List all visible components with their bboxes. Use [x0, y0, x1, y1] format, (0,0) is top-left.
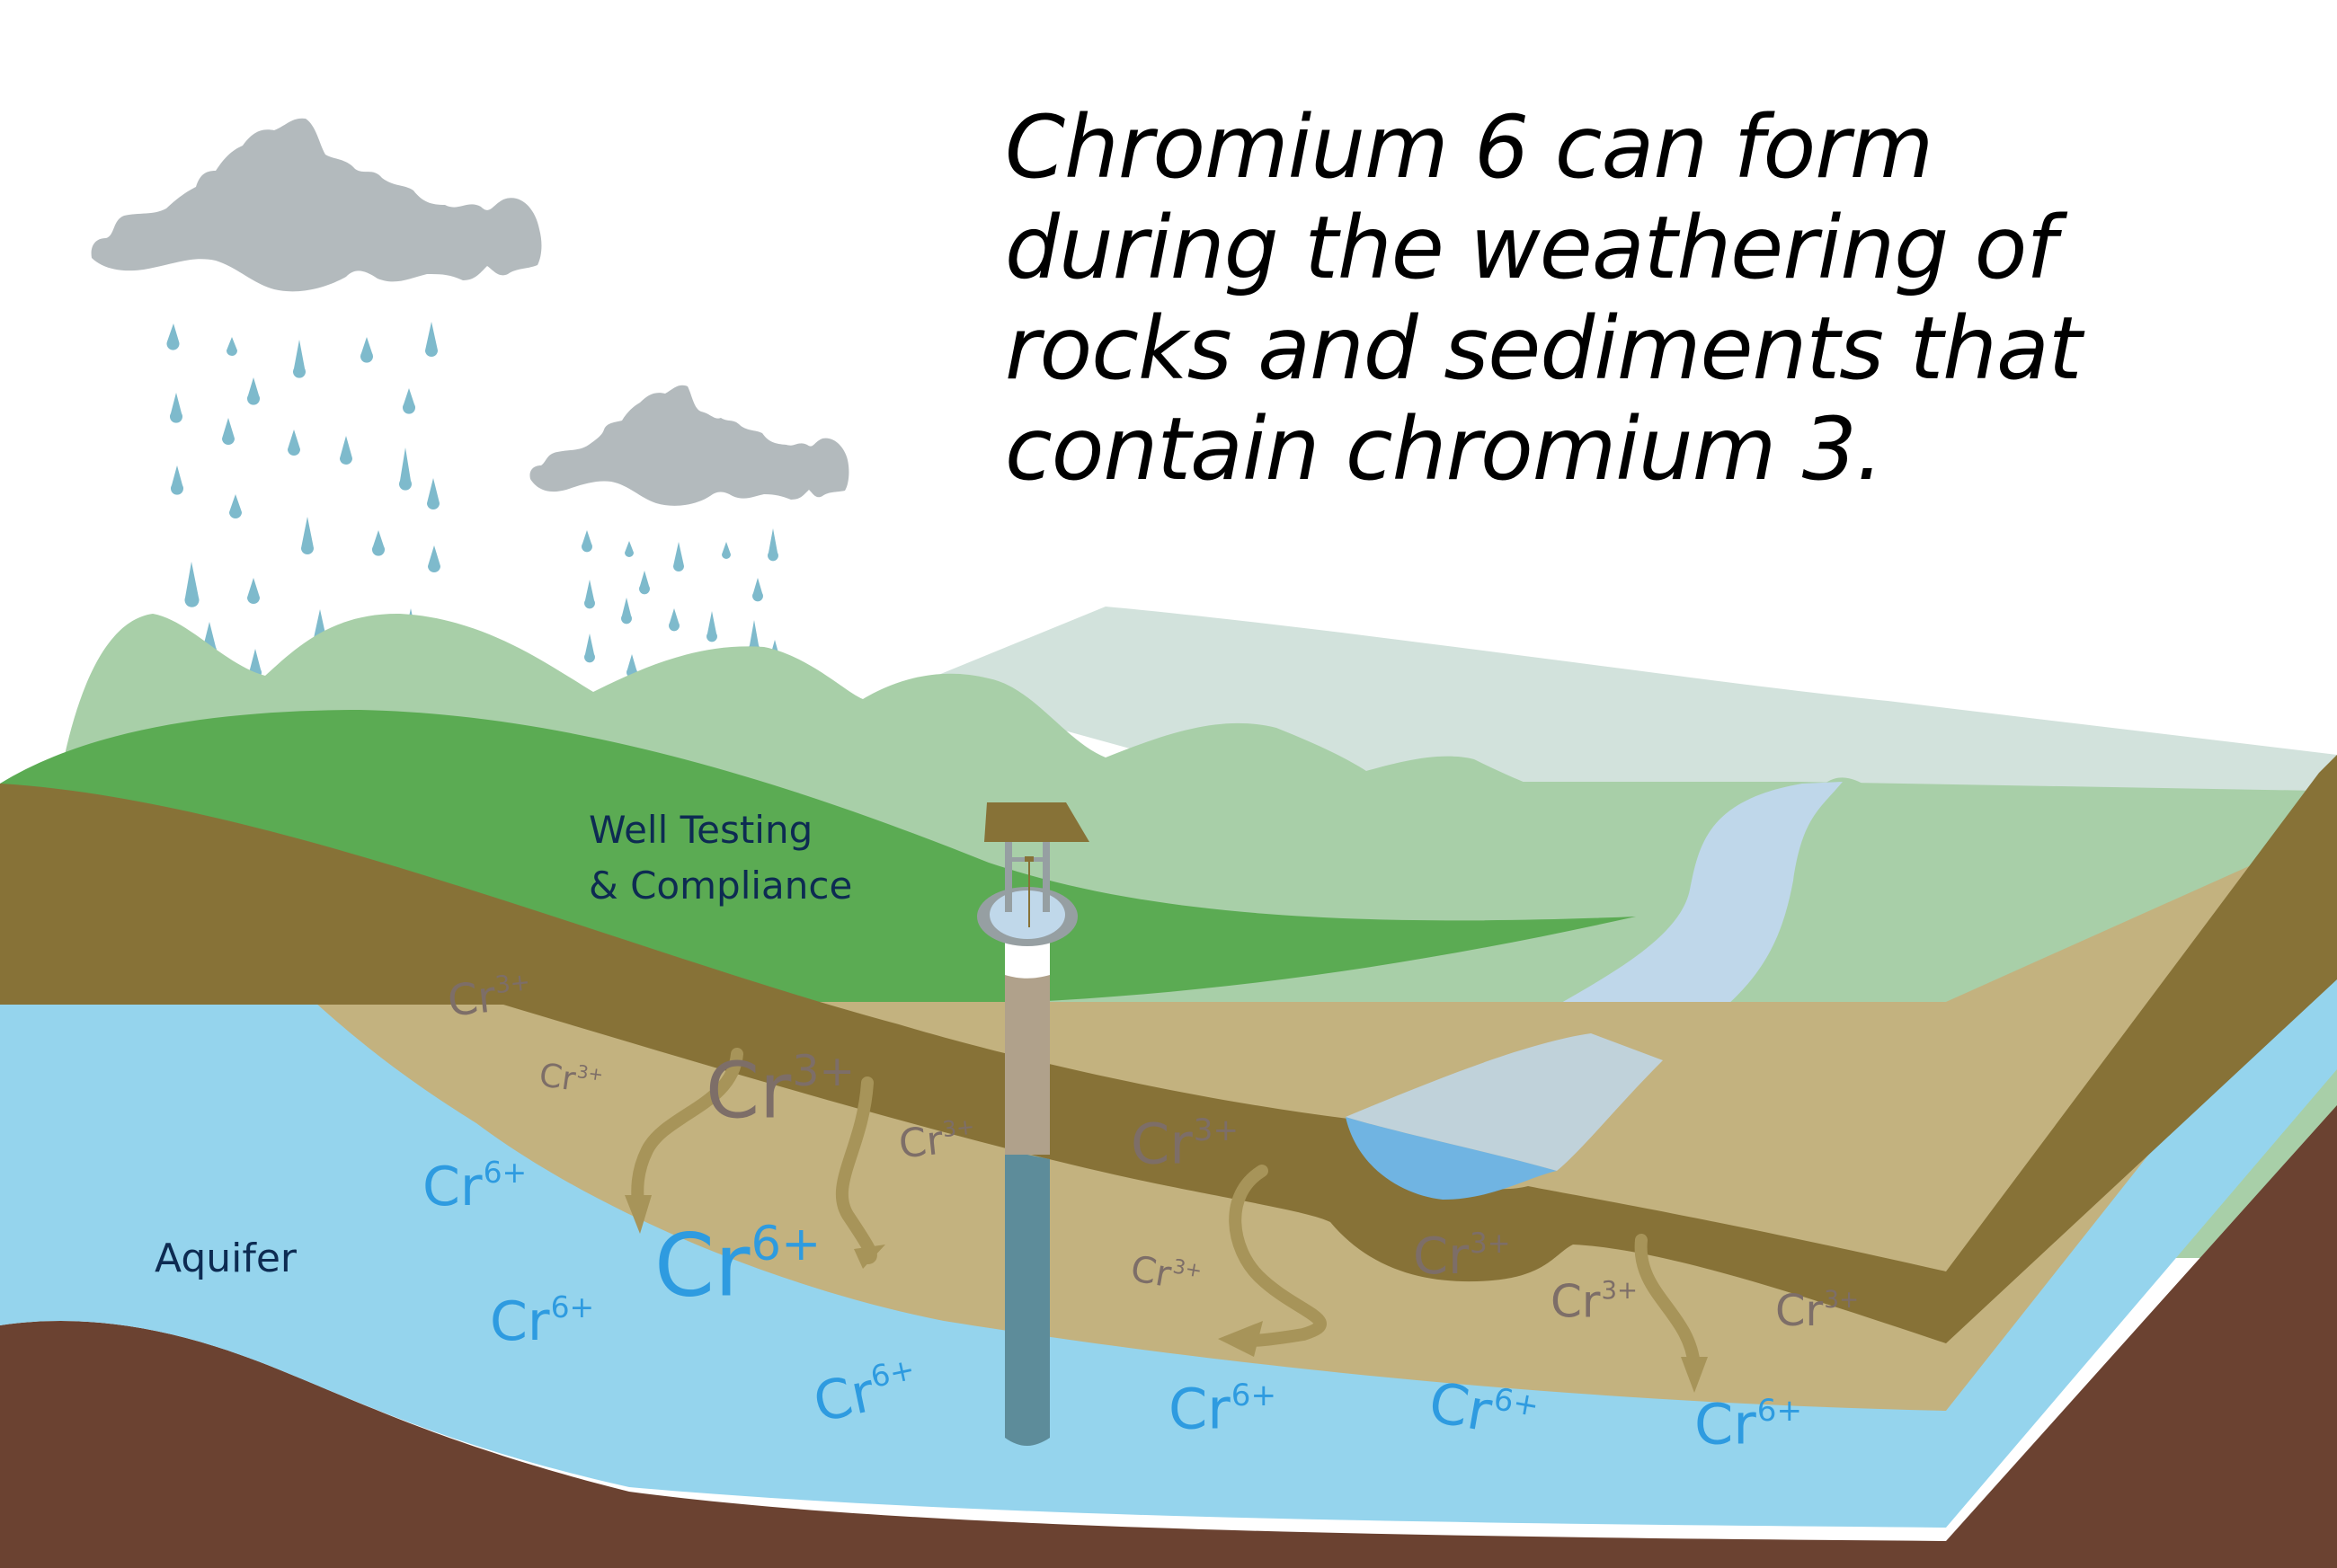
ion-symbol: Cr [1413, 1227, 1470, 1287]
ion-charge: 3+ [1470, 1227, 1511, 1260]
ion-symbol: Cr [445, 971, 499, 1027]
headline-line-2: during the weathering of [1005, 198, 2057, 298]
ion-symbol: Cr [537, 1057, 578, 1099]
ion-charge: 3+ [1170, 1255, 1204, 1283]
ion-charge: 3+ [1193, 1112, 1240, 1148]
aquifer-label: Aquifer [155, 1236, 298, 1281]
well-water [990, 890, 1065, 939]
cr3-ion-label: Cr3+ [896, 1113, 978, 1168]
ion-charge: 3+ [1601, 1276, 1639, 1305]
river-surface-overlay [1346, 1033, 1663, 1171]
well-icon [977, 802, 1089, 1446]
ion-symbol: Cr [1775, 1285, 1824, 1336]
ion-symbol: Cr [1131, 1111, 1193, 1177]
cr3-ion-label: Cr3+ [445, 968, 534, 1027]
cr3-ion-label: Cr3+ [537, 1057, 605, 1100]
ion-symbol: Cr [654, 1215, 751, 1316]
ion-charge: 6+ [1756, 1393, 1803, 1429]
well-casing-mid [1005, 975, 1050, 1155]
well-testing-label: Well Testing & Compliance [589, 802, 852, 914]
cr3-ion-label: Cr3+ [1551, 1276, 1639, 1324]
cr3-ion-label: Cr3+ [1131, 1115, 1239, 1173]
ion-symbol: Cr [490, 1289, 550, 1353]
ion-charge: 3+ [1824, 1286, 1860, 1314]
well-testing-line-1: Well Testing [589, 808, 813, 852]
ion-symbol: Cr [1551, 1275, 1601, 1328]
headline: Chromium 6 can form during the weatherin… [1005, 97, 2317, 500]
ion-charge: 3+ [792, 1047, 856, 1096]
ion-symbol: Cr [422, 1155, 483, 1218]
cr3-ion-label: Cr3+ [706, 1047, 856, 1130]
well-casing-bottom [1005, 1150, 1050, 1446]
cloud-large-icon [91, 118, 542, 292]
cr3-ion-label: Cr3+ [1775, 1285, 1860, 1336]
well-roof [984, 802, 1089, 842]
headline-line-3: rocks and sediments that [1005, 298, 2082, 399]
well-testing-line-2: & Compliance [589, 864, 853, 908]
cr6-ion-label: Cr6+ [490, 1292, 594, 1349]
cr3-ion-label: Cr3+ [1413, 1230, 1511, 1282]
bedrock-layer [0, 1105, 2337, 1568]
ion-symbol: Cr [1694, 1391, 1756, 1457]
ion-symbol: Cr [808, 1360, 880, 1436]
ion-charge: 6+ [483, 1155, 528, 1190]
ion-charge: 6+ [867, 1351, 918, 1395]
headline-line-1: Chromium 6 can form [1005, 97, 1933, 198]
ion-charge: 3+ [493, 968, 532, 1000]
ion-symbol: Cr [1168, 1376, 1231, 1442]
cloud-small-icon [529, 385, 849, 506]
cr6-ion-label: Cr6+ [654, 1220, 821, 1308]
ion-charge: 6+ [751, 1217, 822, 1271]
ion-charge: 6+ [1231, 1378, 1277, 1413]
ion-charge: 3+ [941, 1113, 976, 1143]
ion-charge: 6+ [1490, 1381, 1542, 1425]
ion-charge: 6+ [550, 1289, 595, 1324]
cr6-ion-label: Cr6+ [1168, 1380, 1276, 1438]
cr6-ion-label: Cr6+ [422, 1157, 527, 1214]
cr6-ion-label: Cr6+ [1694, 1395, 1802, 1453]
ion-symbol: Cr [1127, 1248, 1175, 1297]
ion-symbol: Cr [706, 1046, 792, 1137]
river-cross-section [1346, 1117, 1557, 1200]
ion-charge: 3+ [575, 1061, 605, 1085]
ion-symbol: Cr [1424, 1369, 1497, 1445]
ion-symbol: Cr [896, 1117, 946, 1168]
arrowheads-icon [625, 1195, 1708, 1393]
headline-line-4: contain chromium 3. [1005, 399, 1883, 500]
